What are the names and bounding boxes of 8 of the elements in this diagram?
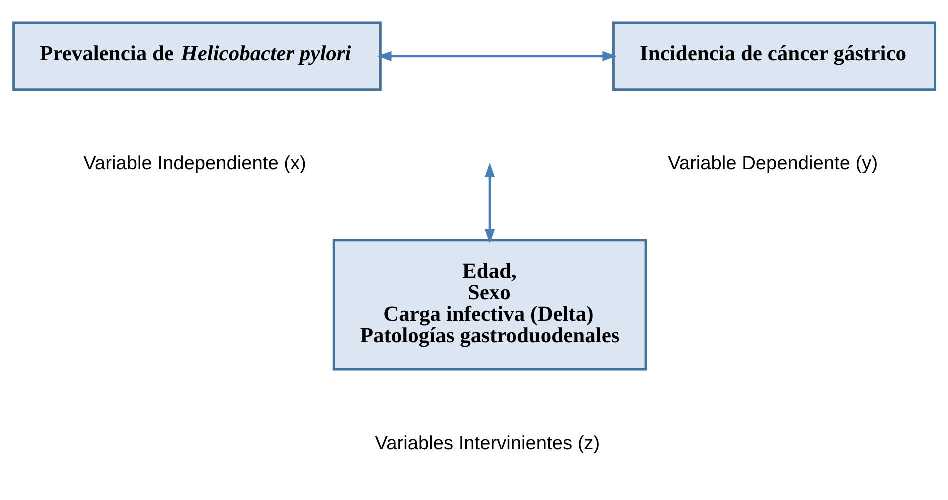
node-box: Incidencia de cáncer gástrico <box>612 22 936 92</box>
node-label: Variable Independiente (x) <box>83 154 306 175</box>
node-box: Prevalencia de Helicobacter pylori <box>12 22 382 92</box>
node-label: Variable Dependiente (y) <box>668 154 878 175</box>
arrow <box>376 51 617 62</box>
node-label: Variables Intervinientes (z) <box>374 433 600 454</box>
arrow <box>484 162 495 244</box>
node-box: Edad, Sexo Carga infectiva (Delta) Patologías gastroduodenales <box>332 239 647 371</box>
